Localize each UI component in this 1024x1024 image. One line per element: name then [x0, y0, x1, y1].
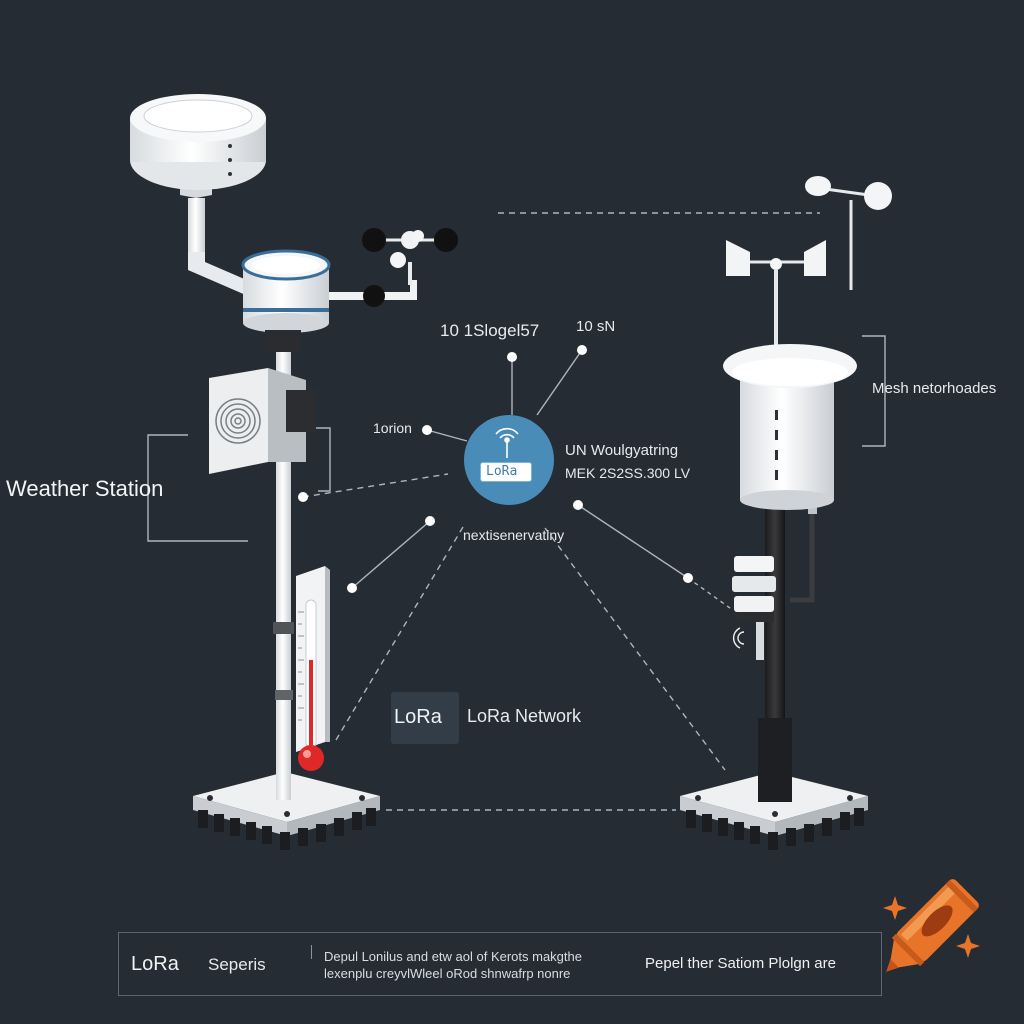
- mesh-node-label: Mesh netorhoades: [872, 380, 997, 397]
- stacked-sensor: [732, 556, 776, 660]
- footer-legend: LoRa Seperis Depul Lonilus and etw aol o…: [118, 932, 882, 996]
- radiation-shield: [209, 368, 316, 474]
- connection-dots: [298, 345, 693, 593]
- node-label-2: 10 sN: [576, 318, 616, 335]
- lora-antenna-icon: [495, 427, 519, 458]
- node-label-lorion: 1orion: [373, 420, 412, 436]
- footer-right-text: Pepel ther Satiom Plolgn are: [645, 955, 836, 972]
- sensor-housing: [723, 344, 857, 510]
- lora-network-label: LoRa Network: [467, 706, 582, 726]
- lora-hub: [464, 415, 554, 505]
- uv-label: UN Woulgyatring: [565, 442, 679, 459]
- crayon-icon: [886, 879, 979, 972]
- rain-gauge: [130, 94, 266, 296]
- footer-seperis: Seperis: [208, 955, 266, 974]
- node-label-1: 10 1Slogel57: [440, 321, 540, 340]
- mek-label: MEK 2S2SS.300 LV: [565, 465, 691, 481]
- footer-lora: LoRa: [131, 953, 179, 975]
- sparkle-icon: [883, 896, 980, 958]
- wind-vane-icon: [726, 176, 892, 360]
- lora-legend-box-text: LoRa: [394, 706, 442, 728]
- left-weather-station: [130, 94, 458, 850]
- anemometer-icon: [329, 228, 458, 307]
- right-weather-station: [680, 176, 892, 850]
- sensor-cylinder: [241, 249, 331, 352]
- thermometer-icon: [296, 566, 330, 771]
- lora-hub-badge-text: LoRa: [486, 464, 518, 479]
- network-label: nextisenervatiny: [463, 527, 565, 543]
- lora-legend-box: LoRa: [391, 692, 459, 744]
- footer-description-line-1: Depul Lonilus and etw aol of Kerots makg…: [324, 949, 582, 964]
- weather-station-label: Weather Station: [6, 476, 164, 501]
- footer-divider: [311, 945, 312, 959]
- footer-description-line-2: lexenplu creyvlWleel oRod shnwafrp nonre: [324, 966, 571, 981]
- lora-hub-badge: LoRa: [480, 462, 532, 482]
- connection-lines: [147, 212, 886, 811]
